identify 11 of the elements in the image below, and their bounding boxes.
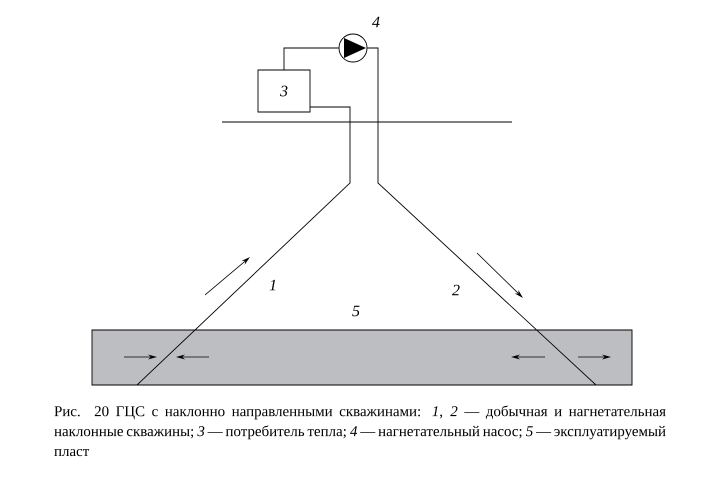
- consumer-box: 3: [258, 70, 310, 112]
- pump-symbol: [338, 34, 368, 62]
- edge-label: 1: [270, 280, 276, 290]
- pipe: [284, 48, 339, 70]
- edge-label: 2: [452, 284, 460, 296]
- callout-number: 4: [372, 16, 380, 28]
- rock-layer: [92, 330, 632, 386]
- callout-number: 5: [352, 306, 360, 316]
- production-well: [136, 106, 350, 386]
- injection-well: [367, 48, 596, 386]
- caption: Рис. 20 ГЦС с наклонно направленными скважинами: 1, 2 — добычная и нагнетательная наклонные скважины; 3 — потребитель тепла; 4 — нагнетательный насос; 5 — эксплуатируемый пласт: [54, 405, 666, 456]
